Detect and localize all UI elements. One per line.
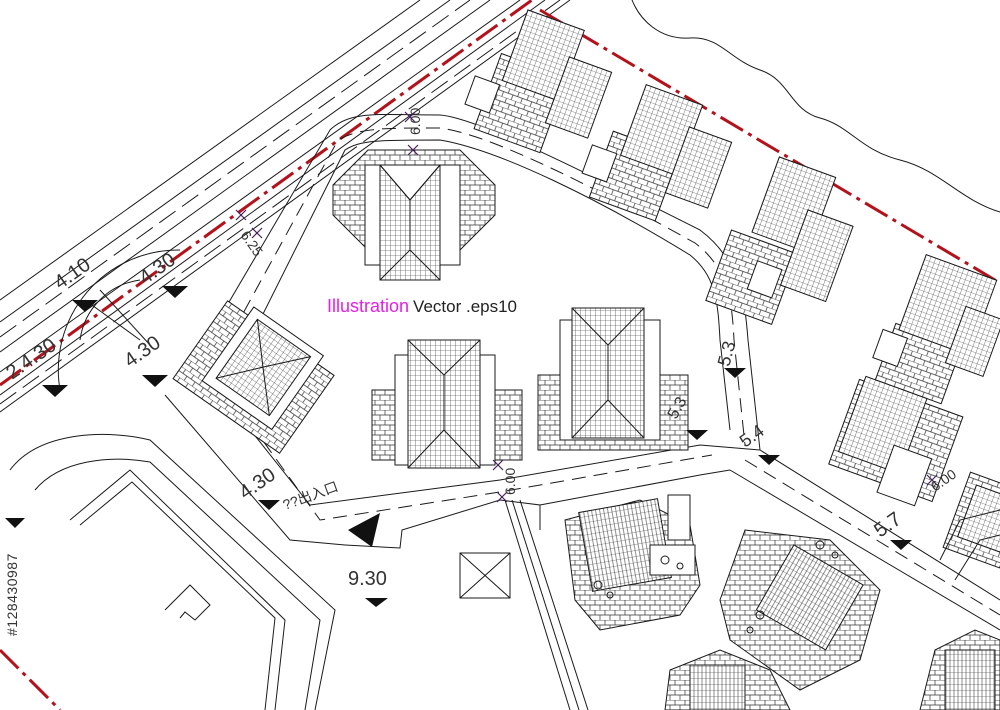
caption-illustration: Illustration [327,296,410,316]
road-centerline [0,0,561,405]
villa-bottom-right [919,629,1000,710]
entrance-label: ??出入口 [281,478,341,513]
house-row-top-right [464,9,1000,569]
elevation-label: 5.7 [870,508,905,542]
level-markers [5,286,912,607]
survey-markers [235,111,938,503]
elevation-label: 6.00 [407,108,423,135]
elevation-label: 6.25 [238,228,267,260]
corner-island [57,249,181,391]
stock-id: #128430987 [4,553,20,636]
elevation-label: 2.4.30 [2,334,60,384]
elevation-label: 9.30 [348,568,387,590]
villa-bottom [664,649,791,710]
elevation-label: 5.3 [714,339,740,368]
caption-vector: Vector .eps10 [413,297,518,316]
road-lane-dashes [211,127,1000,616]
villa-far-right [939,509,1000,581]
footpath [504,499,589,710]
internal-road [164,113,1000,631]
elevation-label: 6.00 [502,468,518,495]
villa-southeast [719,529,881,691]
house-d [537,307,689,451]
river-edge [631,0,1000,213]
left-block [9,433,336,710]
house-b [172,300,335,454]
pavilion [459,552,511,599]
elevation-label: 4.30 [120,332,165,372]
elevation-label: 5.4 [736,421,768,452]
villa-south [564,494,701,631]
house-a [332,149,496,281]
house-c [371,339,523,469]
elevation-label: 4.30 [235,464,280,504]
